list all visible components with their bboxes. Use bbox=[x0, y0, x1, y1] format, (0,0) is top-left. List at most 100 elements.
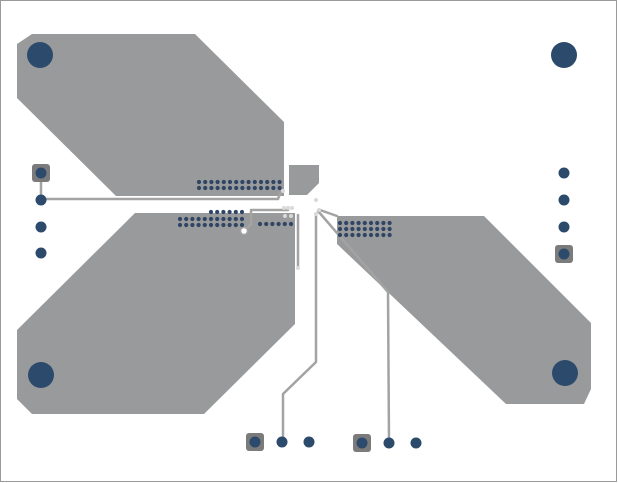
stitching-via bbox=[387, 232, 392, 238]
stitching-via bbox=[344, 232, 349, 238]
stitching-via bbox=[233, 216, 238, 222]
mounting-hole-top-right bbox=[551, 42, 577, 68]
stitching-via bbox=[344, 220, 349, 226]
stitching-via bbox=[203, 179, 208, 185]
stitching-via bbox=[215, 209, 220, 215]
stitching-via bbox=[350, 220, 355, 226]
stitching-via bbox=[239, 216, 245, 222]
stitching-via bbox=[246, 179, 251, 185]
stitching-via bbox=[177, 222, 183, 228]
stitching-via bbox=[215, 222, 220, 228]
stitching-via bbox=[233, 222, 238, 228]
stitching-via bbox=[265, 185, 270, 191]
stitching-via bbox=[208, 209, 214, 215]
stitching-via bbox=[202, 222, 207, 228]
via-ring bbox=[286, 206, 290, 210]
stitching-via bbox=[277, 185, 282, 191]
connector-pad bbox=[35, 194, 47, 206]
bottom-header-left bbox=[246, 433, 315, 451]
via-ring bbox=[317, 208, 321, 212]
via-ring bbox=[314, 212, 318, 216]
pour-center-tab bbox=[289, 165, 319, 195]
right-header bbox=[555, 167, 573, 263]
stitching-via bbox=[276, 221, 281, 227]
stitching-via bbox=[208, 216, 214, 222]
stitching-via bbox=[215, 216, 220, 222]
stitching-via bbox=[239, 222, 245, 228]
stitching-via bbox=[227, 216, 232, 222]
stitching-via bbox=[240, 185, 245, 191]
stitching-via bbox=[350, 232, 355, 238]
stitching-via bbox=[227, 209, 232, 215]
via-ring bbox=[283, 214, 287, 218]
stitching-via bbox=[277, 179, 282, 185]
stitching-via bbox=[265, 179, 270, 185]
mounting-hole-bottom-left bbox=[28, 362, 54, 388]
via-ring bbox=[239, 226, 249, 236]
stitching-via bbox=[221, 185, 226, 191]
connector-pad bbox=[35, 167, 47, 179]
stitching-via bbox=[375, 232, 380, 238]
connector-pad bbox=[558, 248, 570, 260]
pour-bottom-left bbox=[17, 213, 295, 414]
stitching-via bbox=[368, 232, 374, 238]
stitching-via bbox=[190, 222, 195, 228]
connector-pad bbox=[558, 167, 570, 179]
stitching-via bbox=[196, 216, 201, 222]
stitching-via bbox=[209, 179, 214, 185]
stitching-via bbox=[387, 226, 392, 232]
stitching-via bbox=[381, 220, 386, 226]
stitching-via bbox=[221, 209, 226, 215]
stitching-via bbox=[344, 226, 349, 232]
stitching-via bbox=[215, 185, 220, 191]
trace-vias bbox=[239, 189, 321, 270]
stitching-via bbox=[271, 185, 276, 191]
stitching-via bbox=[196, 179, 202, 185]
stitching-via bbox=[387, 220, 392, 226]
stitching-via bbox=[184, 222, 189, 228]
stitching-via bbox=[282, 221, 287, 227]
stitching-via bbox=[356, 220, 361, 226]
stitching-via bbox=[362, 232, 367, 238]
stitching-via bbox=[240, 179, 245, 185]
stitching-via bbox=[350, 226, 355, 232]
stitching-via bbox=[221, 179, 226, 185]
stitching-via bbox=[234, 185, 239, 191]
stitching-via bbox=[252, 179, 257, 185]
stitching-via bbox=[375, 220, 380, 226]
mounting-hole-bottom-right bbox=[552, 360, 578, 386]
trace-left-connector bbox=[39, 189, 283, 201]
connector-pad bbox=[410, 437, 422, 449]
stitching-via bbox=[221, 222, 226, 228]
bottom-header-right bbox=[353, 434, 422, 452]
stitching-via bbox=[288, 221, 294, 227]
stitching-via bbox=[270, 221, 275, 227]
stitching-via bbox=[203, 185, 208, 191]
stitching-via bbox=[356, 226, 361, 232]
trace-bottom-right bbox=[316, 209, 391, 444]
connector-pad bbox=[35, 221, 47, 233]
trace-via-center bbox=[242, 208, 290, 233]
stitching-via bbox=[381, 232, 386, 238]
trace-right bbox=[318, 208, 339, 218]
stitching-via bbox=[381, 226, 386, 232]
connector-pad bbox=[35, 247, 47, 259]
via-ring bbox=[289, 214, 293, 218]
stitching-via bbox=[184, 216, 189, 222]
connector-pad bbox=[276, 436, 288, 448]
stitching-via bbox=[209, 185, 214, 191]
mounting-hole-top-left bbox=[27, 42, 53, 68]
stitching-via bbox=[177, 216, 183, 222]
stitching-via bbox=[375, 226, 380, 232]
stitching-via bbox=[190, 216, 195, 222]
stitching-via bbox=[208, 222, 214, 228]
stitching-via bbox=[246, 185, 251, 191]
via-clusters bbox=[177, 179, 392, 238]
left-header bbox=[32, 164, 50, 259]
stitching-via bbox=[227, 179, 233, 185]
via-ring bbox=[290, 206, 294, 210]
stitching-via bbox=[337, 226, 343, 232]
stitching-via bbox=[264, 221, 269, 227]
mounting-holes bbox=[27, 42, 578, 388]
